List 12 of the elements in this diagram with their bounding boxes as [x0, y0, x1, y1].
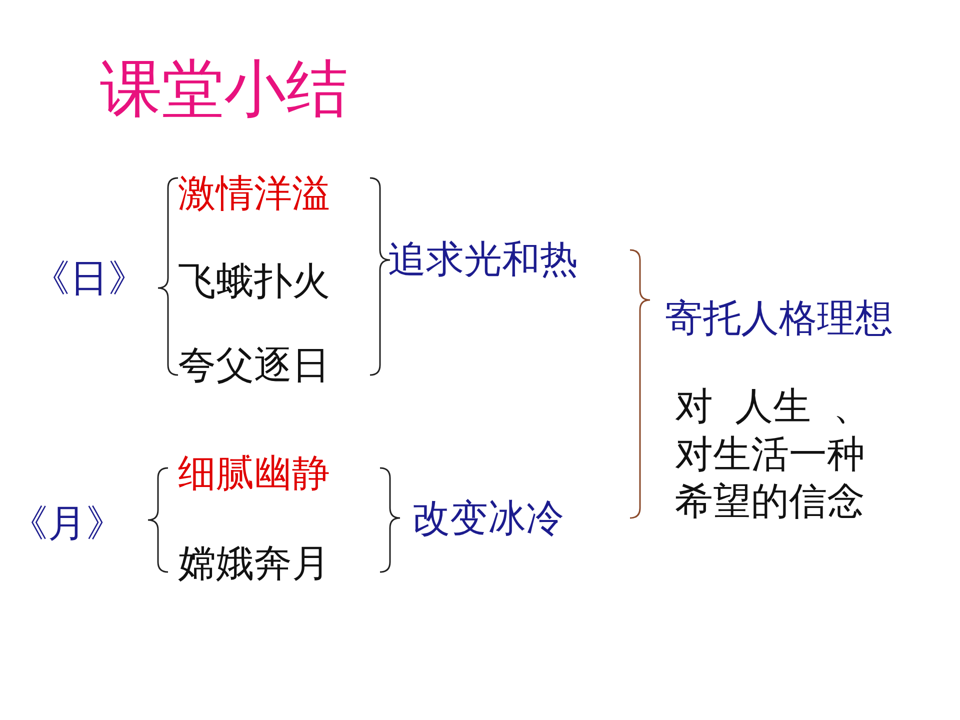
text-label: 追求光和热	[388, 236, 578, 283]
text-label: 飞蛾扑火	[178, 258, 330, 305]
text-label: 《月》	[10, 500, 105, 547]
text-label: 夸父逐日	[178, 342, 330, 389]
text-label: 细腻幽静	[178, 450, 330, 497]
text-label: 《日》	[32, 255, 146, 302]
title-heading: 课堂小结	[100, 51, 348, 127]
text-label: 激情洋溢	[178, 170, 330, 217]
text-label: 对 人生 、对生活一种希望的信念	[675, 383, 872, 525]
text-label: 嫦娥奔月	[178, 540, 330, 587]
text-label: 寄托人格理想	[665, 295, 893, 342]
text-label: 改变冰冷	[412, 495, 564, 542]
